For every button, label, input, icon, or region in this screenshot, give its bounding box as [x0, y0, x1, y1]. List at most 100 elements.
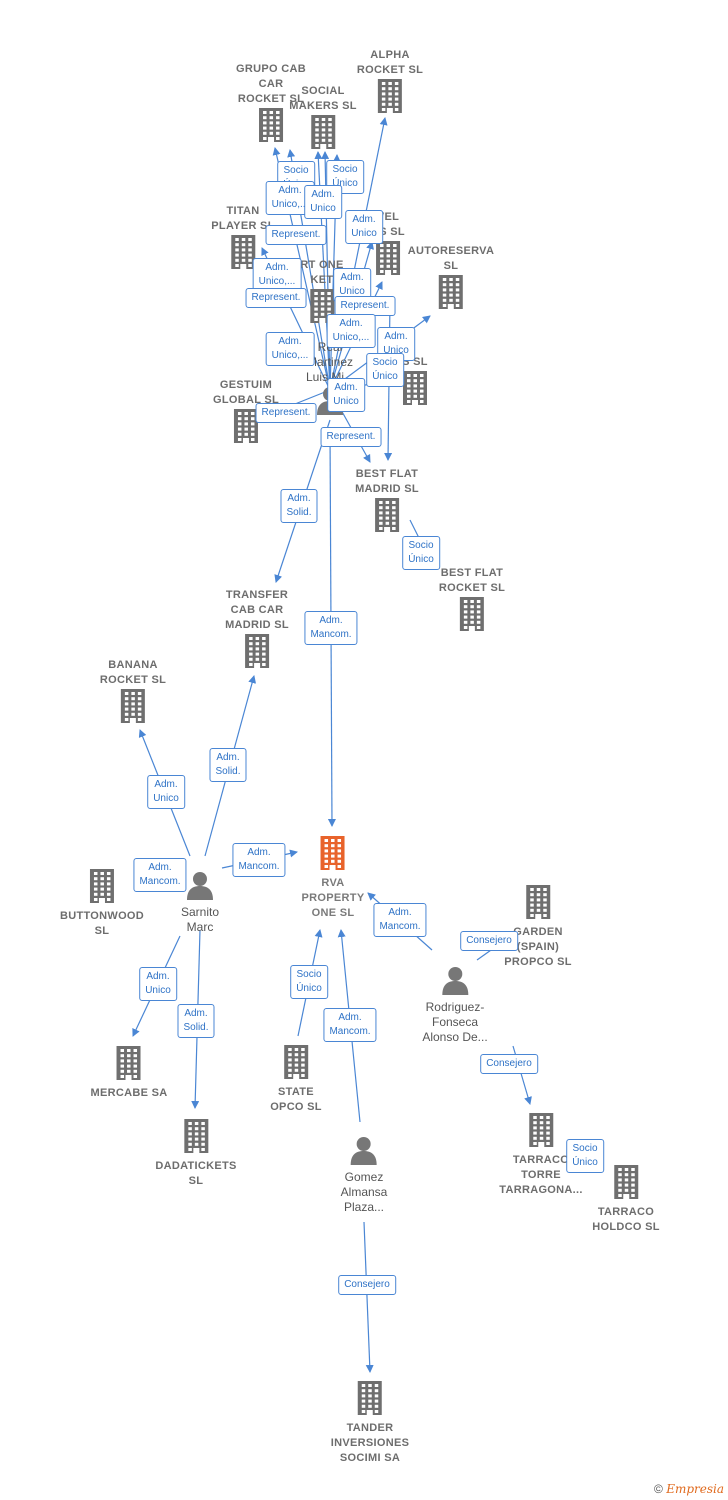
node-label: BUTTONWOOD SL — [59, 910, 145, 937]
building-icon — [225, 633, 289, 674]
building-icon — [213, 408, 279, 449]
node-dada[interactable]: DADATICKETS SL — [155, 1118, 236, 1189]
edge-label-e13[interactable]: Adm. Unico,... — [265, 332, 315, 366]
edge-label-e11[interactable]: Adm. Unico,... — [326, 314, 376, 348]
node-label: GRUPO CAB CAR ROCKET SL — [236, 63, 306, 105]
edge-label-e32[interactable]: Socio Único — [566, 1139, 604, 1173]
person-icon — [181, 870, 219, 905]
node-label: RT ONE KET — [300, 259, 344, 286]
building-icon — [499, 1112, 582, 1153]
node-label: RVA PROPERTY ONE SL — [301, 877, 365, 919]
building-icon — [289, 114, 356, 155]
building-icon — [270, 1044, 322, 1085]
edge-label-e14[interactable]: Socio Único — [366, 353, 404, 387]
edge-label-e25[interactable]: Adm. Mancom. — [373, 903, 427, 937]
node-titan[interactable]: TITAN PLAYER SL — [211, 204, 274, 275]
node-tarracohold[interactable]: TARRACO HOLDCO SL — [592, 1164, 659, 1235]
node-state[interactable]: STATE OPCO SL — [270, 1044, 322, 1115]
node-mercabe[interactable]: MERCABE SA — [91, 1045, 168, 1101]
node-social[interactable]: SOCIAL MAKERS SL — [289, 84, 356, 155]
building-icon — [355, 497, 419, 538]
edge-label-e16[interactable]: Represent. — [255, 403, 317, 423]
building-icon — [357, 78, 423, 119]
building-icon — [439, 596, 505, 637]
person-icon — [341, 1135, 388, 1170]
node-label: TARRACO TORRE TARRAGONA... — [499, 1154, 583, 1196]
node-bestrock[interactable]: BEST FLAT ROCKET SL — [439, 566, 505, 637]
building-icon — [408, 274, 494, 315]
node-rva[interactable]: RVA PROPERTY ONE SL — [302, 835, 365, 921]
node-label: Rodriguez- Fonseca Alonso De... — [422, 1000, 488, 1044]
node-label: DADATICKETS SL — [155, 1160, 237, 1187]
node-label: S SL — [402, 356, 428, 368]
node-label: ALPHA ROCKET SL — [356, 49, 424, 76]
building-icon — [371, 240, 405, 281]
edge-label-e5[interactable]: Adm. Unico — [345, 210, 383, 244]
edge-label-e22[interactable]: Adm. Unico — [147, 775, 185, 809]
node-label: AUTORESERVA SL — [407, 245, 495, 272]
footer-brand: © Empresia — [654, 1482, 724, 1496]
building-icon — [91, 1045, 168, 1086]
edge-label-e31[interactable]: Consejero — [480, 1054, 538, 1074]
edge-label-e26[interactable]: Consejero — [460, 931, 518, 951]
node-label: MERCABE SA — [90, 1087, 168, 1099]
node-label: GARDEN (SPAIN) PROPCO SL — [504, 926, 572, 968]
node-label: BEST FLAT MADRID SL — [355, 468, 419, 495]
node-label: BANANA ROCKET SL — [99, 659, 167, 686]
node-button[interactable]: BUTTONWOOD SL — [60, 868, 144, 939]
copyright-symbol: © — [654, 1482, 663, 1496]
building-icon — [302, 835, 365, 876]
edge-label-e23[interactable]: Adm. Mancom. — [133, 858, 187, 892]
node-label: Gomez Almansa Plaza... — [340, 1170, 388, 1214]
node-alpha[interactable]: ALPHA ROCKET SL — [357, 48, 423, 119]
node-banana[interactable]: BANANA ROCKET SL — [100, 658, 166, 729]
edge-label-e30[interactable]: Adm. Solid. — [177, 1004, 215, 1038]
node-autoreserva[interactable]: AUTORESERVA SL — [408, 244, 494, 315]
building-icon — [400, 370, 430, 411]
edge-label-e18[interactable]: Adm. Solid. — [280, 489, 318, 523]
edge-label-e29[interactable]: Adm. Mancom. — [323, 1008, 377, 1042]
edge-label-e7[interactable]: Adm. Unico,... — [252, 258, 302, 292]
node-grupo[interactable]: GRUPO CAB CAR ROCKET SL — [236, 62, 306, 148]
edge-label-e15[interactable]: Adm. Unico — [327, 378, 365, 412]
edge-label-e21[interactable]: Adm. Solid. — [209, 748, 247, 782]
edge-label-e4[interactable]: Adm. Unico — [304, 185, 342, 219]
edge-label-e9[interactable]: Represent. — [245, 288, 307, 308]
node-x[interactable]: S SL — [400, 355, 430, 411]
node-label: TARRACO HOLDCO SL — [592, 1206, 660, 1233]
edge-label-e17[interactable]: Represent. — [320, 427, 382, 447]
node-label: STATE OPCO SL — [270, 1086, 322, 1113]
building-icon — [60, 868, 144, 909]
node-sarnito[interactable]: Sarnito Marc — [181, 870, 219, 935]
node-tarracotorre[interactable]: TARRACO TORRE TARRAGONA... — [499, 1112, 582, 1198]
building-icon — [211, 234, 274, 275]
edge-label-e33[interactable]: Consejero — [338, 1275, 396, 1295]
node-bestmad[interactable]: BEST FLAT MADRID SL — [355, 467, 419, 538]
node-label: TRANSFER CAB CAR MADRID SL — [225, 589, 289, 631]
node-label: TANDER INVERSIONES SOCIMI SA — [330, 1422, 410, 1464]
node-garden[interactable]: GARDEN (SPAIN) PROPCO SL — [504, 884, 572, 970]
edge-line-29 — [363, 1221, 374, 1373]
node-label: BEST FLAT ROCKET SL — [438, 567, 506, 594]
edge-label-e6[interactable]: Represent. — [265, 225, 327, 245]
edge-label-e28[interactable]: Adm. Unico — [139, 967, 177, 1001]
edge-label-e20[interactable]: Adm. Mancom. — [304, 611, 358, 645]
node-tander[interactable]: TANDER INVERSIONES SOCIMI SA — [331, 1380, 410, 1466]
node-transfer[interactable]: TRANSFER CAB CAR MADRID SL — [225, 588, 289, 674]
building-icon — [592, 1164, 659, 1205]
building-icon — [236, 107, 306, 148]
building-icon — [331, 1380, 410, 1421]
node-label: SOCIAL MAKERS SL — [289, 85, 357, 112]
edge-label-e24[interactable]: Adm. Mancom. — [232, 843, 286, 877]
node-gomez[interactable]: Gomez Almansa Plaza... — [340, 1135, 388, 1215]
building-icon — [155, 1118, 236, 1159]
person-icon — [422, 965, 487, 1000]
edge-label-e19[interactable]: Socio Único — [402, 536, 440, 570]
edge-label-e10[interactable]: Represent. — [334, 296, 396, 316]
building-icon — [504, 884, 572, 925]
edge-label-e27[interactable]: Socio Único — [290, 965, 328, 999]
empresia-logo[interactable]: Empresia — [666, 1482, 724, 1496]
building-icon — [100, 688, 166, 729]
node-label: Sarnito Marc — [180, 905, 220, 934]
node-rodriguez[interactable]: Rodriguez- Fonseca Alonso De... — [422, 965, 488, 1045]
